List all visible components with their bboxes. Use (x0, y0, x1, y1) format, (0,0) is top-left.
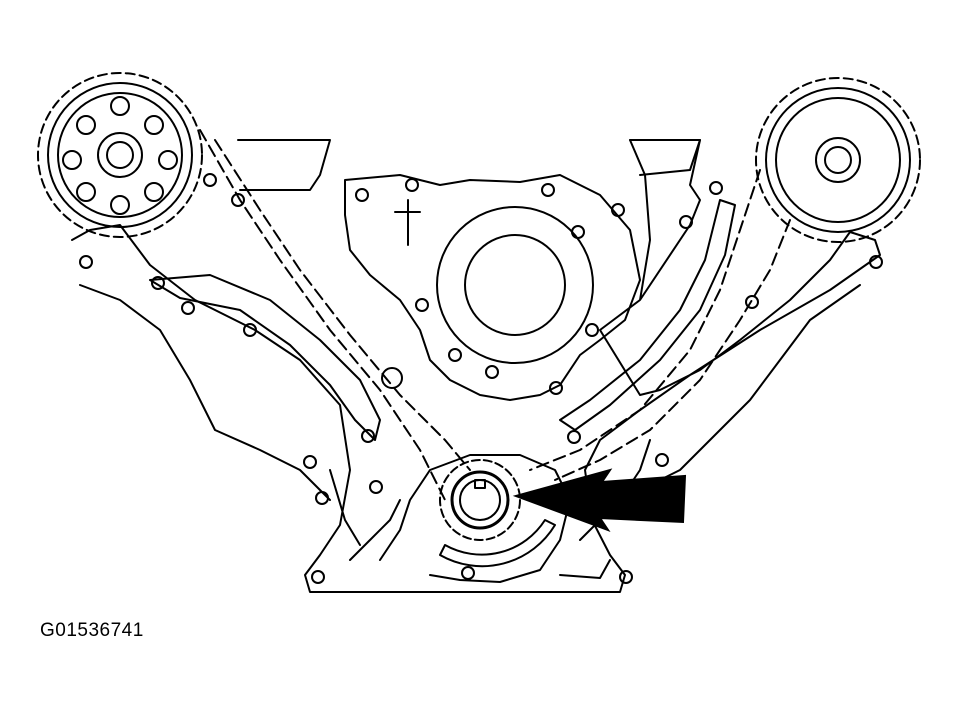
center-bore-outer (437, 207, 593, 363)
center-rib (395, 200, 420, 245)
crankshaft-sprocket (440, 460, 520, 540)
right-cam-sprocket (756, 78, 920, 242)
left-chain-inner (215, 140, 470, 470)
center-bore-inner (465, 235, 565, 335)
left-top-bracket (238, 140, 330, 190)
right-top-bracket (630, 140, 700, 175)
right-chain-guide (560, 200, 735, 430)
figure-id-label: G01536741 (40, 620, 144, 641)
left-lower-structure (330, 470, 400, 560)
center-housing (345, 175, 640, 400)
right-chain-inner (555, 220, 790, 480)
perimeter-bolts (80, 174, 882, 583)
lower-cover (380, 455, 570, 582)
left-chain-guide (150, 275, 380, 440)
engine-block-outline (72, 140, 880, 592)
engine-block-inner-left (80, 285, 330, 500)
left-chain-outer (200, 130, 445, 500)
left-cam-sprocket (38, 73, 202, 237)
lower-guide-arc (440, 520, 555, 566)
center-housing-bolts (356, 179, 624, 394)
right-chain-outer (530, 170, 760, 470)
indicator-arrow (516, 470, 685, 530)
engine-block-inner-right (640, 285, 860, 490)
